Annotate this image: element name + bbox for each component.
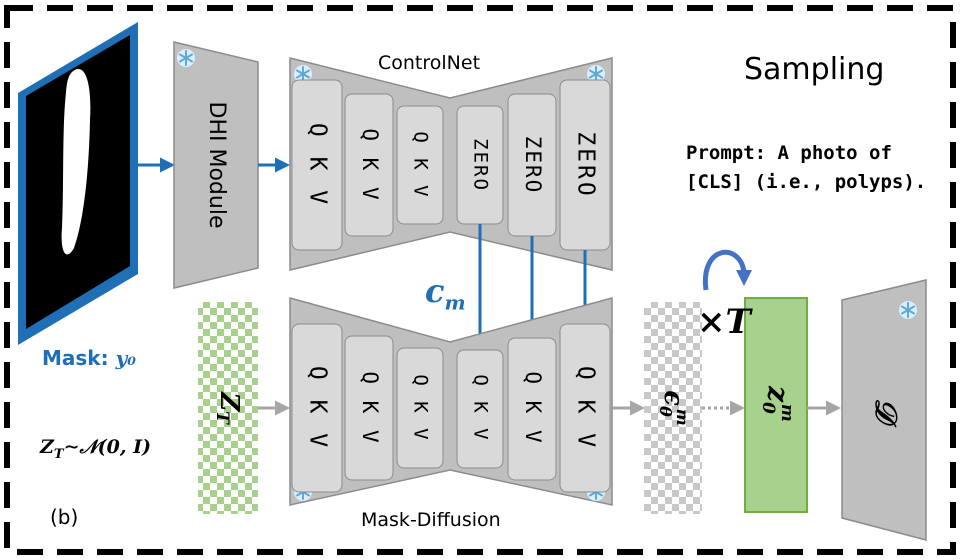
controlnet-encoder-block: Q K V [396,105,444,225]
mask-label-symbol: y₀ [115,346,136,370]
latent-noise-block [198,302,258,514]
noise-distribution-label: ZT∼𝒩(0, I) [40,436,152,462]
diagram-title: Sampling [744,52,885,87]
svg-text:Q K V: Q K V [410,374,432,441]
noise-prediction-symbol: ϵθm [657,390,693,425]
mask-diffusion-block: Q K V [456,349,504,469]
loop-count-label: ×T [697,302,751,342]
mask-diffusion-block: Q K V [344,335,394,481]
condition-symbol: cm [425,272,466,315]
controlnet-zero-block: ZERO [507,93,557,237]
controlnet-encoder-block: Q K V [344,93,394,237]
controlnet-zero-block: ZERO [456,105,504,225]
svg-text:Q K V: Q K V [358,128,382,201]
prompt-text-line1: Prompt: A photo of [686,142,892,164]
controlnet-encoder-block: Q K V [291,79,343,251]
svg-text:Q K V: Q K V [521,371,545,444]
mask-label-prefix: Mask: [42,346,116,370]
loop-arrow-icon [702,249,747,291]
decoder-trapezoid [841,279,927,541]
dhi-module-label: DHI Module [204,102,229,229]
svg-text:ZERO: ZERO [573,131,599,198]
svg-text:Q K V: Q K V [470,374,492,441]
mask-diffusion-block: Q K V [291,323,343,493]
svg-text:Q K V: Q K V [573,366,599,450]
svg-text:Q K V: Q K V [305,123,331,207]
svg-text:ZERO: ZERO [470,138,492,192]
outer-dashed-frame [4,5,956,555]
svg-text:Q K V: Q K V [305,366,331,450]
prompt-text-line2: [CLS] (i.e., polyps). [686,171,927,193]
mask-diffusion-block: Q K V [559,323,611,493]
mask-diffusion-block: Q K V [507,337,557,481]
panel-label: (b) [50,505,79,529]
noise-prediction-block [644,302,702,514]
svg-text:Q K V: Q K V [410,131,432,198]
loop-arrowhead-icon [736,270,752,286]
denoised-latent-block [744,297,808,513]
controlnet-zero-block: ZERO [559,79,611,251]
mask-label: Mask: y₀ [42,346,136,370]
mask-image [18,22,138,345]
mask-diffusion-block: Q K V [396,347,444,469]
mask-diffusion-label: Mask-Diffusion [361,509,501,531]
dhi-module-trapezoid [173,41,259,289]
svg-text:Q K V: Q K V [358,371,382,444]
svg-text:ZERO: ZERO [521,136,545,195]
controlnet-label: ControlNet [378,52,481,74]
frozen-snowflake-icon [898,300,918,320]
frozen-snowflake-icon [176,48,196,68]
